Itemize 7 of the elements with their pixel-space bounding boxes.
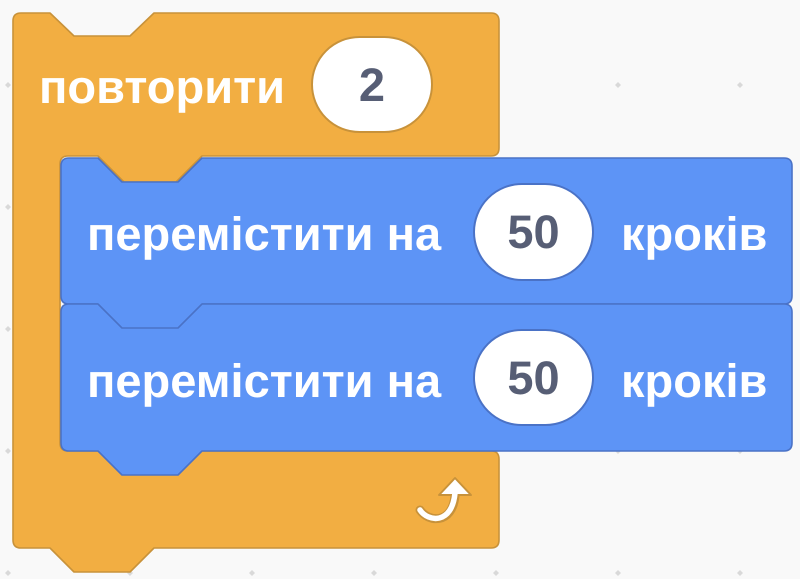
block-label: перемістити на [87,207,442,261]
block-label: повторити [39,60,285,114]
block-label: кроків [621,207,768,261]
block-label: перемістити на [87,354,442,408]
block-label: кроків [621,354,768,408]
command-block [60,303,793,477]
command-block [60,157,793,305]
